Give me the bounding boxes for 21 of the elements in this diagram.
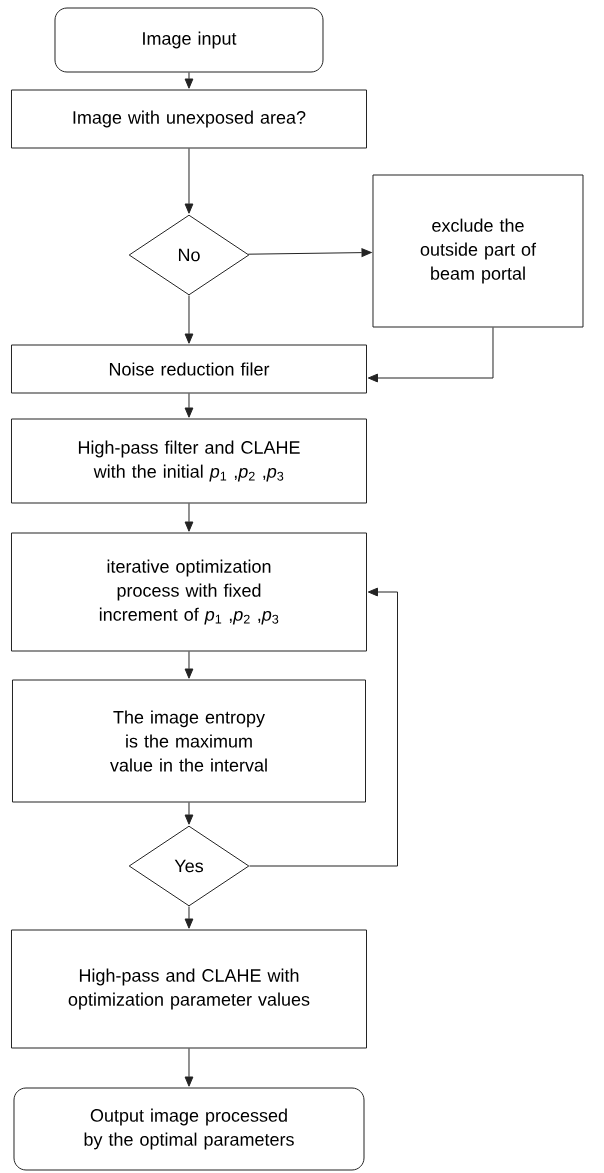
- process-box: iterative optimization process with fixed increment of p$_{1}$ ,p$_{2}$ ,p$_{3}$: [11, 532, 367, 652]
- process-box: The image entropy is the maximum value in the interval: [12, 679, 366, 803]
- arrow: [184, 393, 194, 418]
- process-box: High-pass and CLAHE with optimization parameter values: [11, 929, 367, 1049]
- arrow: [247, 248, 372, 257]
- arrow: [184, 72, 194, 89]
- arrow: [184, 1048, 194, 1087]
- process-box: Image with unexposed area?: [11, 89, 367, 149]
- arrow: [184, 148, 194, 214]
- arrow: [184, 802, 194, 825]
- process-box: exclude the outside part of beam portal: [372, 174, 584, 328]
- arrow: [249, 587, 398, 867]
- arrow: [184, 906, 194, 929]
- arrow: [184, 295, 194, 344]
- start-box: Image input: [54, 7, 324, 73]
- end-box: Output image processed by the optimal parameters: [13, 1087, 365, 1171]
- arrow: [184, 503, 194, 532]
- process-box: Noise reduction filer: [11, 344, 367, 394]
- arrow: [184, 651, 194, 679]
- arrow: [367, 327, 494, 383]
- process-box: High-pass filter and CLAHE with the initial p$_{1}$ ,p$_{2}$ ,p$_{3}$: [11, 418, 367, 504]
